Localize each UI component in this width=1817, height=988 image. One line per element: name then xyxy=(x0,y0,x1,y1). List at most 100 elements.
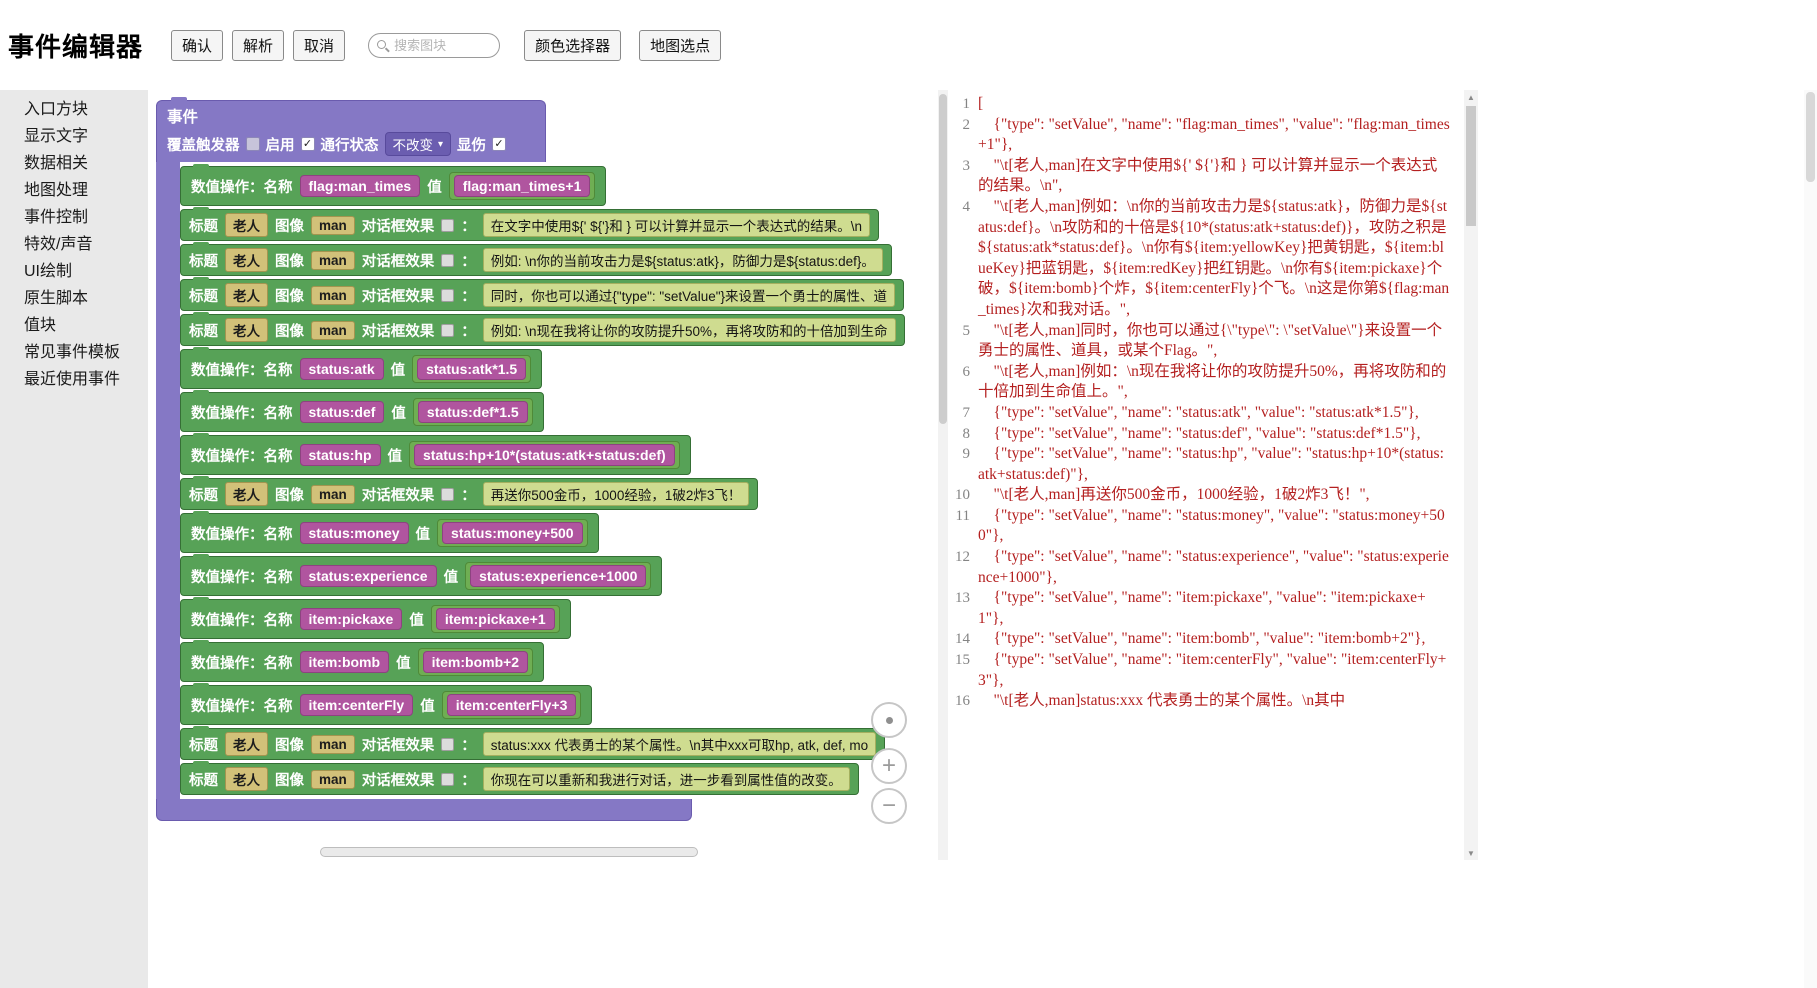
dialog-title-field[interactable]: 老人 xyxy=(225,767,268,791)
sidebar-item[interactable]: 最近使用事件 xyxy=(24,371,121,388)
value-expression-field[interactable]: flag:man_times+1 xyxy=(453,175,591,197)
sidebar-item[interactable]: 值块 xyxy=(24,317,57,334)
sidebar-item[interactable]: 地图处理 xyxy=(24,182,89,199)
sidebar-item[interactable]: UI绘制 xyxy=(24,263,73,280)
dialog-text-field[interactable]: 同时，你也可以通过{"type": "setValue"}来设置一个勇士的属性、… xyxy=(482,283,896,307)
sidebar-item[interactable]: 特效/声音 xyxy=(24,236,93,253)
value-expression-field[interactable]: item:centerFly+3 xyxy=(446,694,577,716)
page-vertical-scrollbar[interactable] xyxy=(1804,90,1817,988)
dialog-text-field[interactable]: 在文字中使用${' ${'}和 } 可以计算并显示一个表达式的结果。\n xyxy=(482,213,870,237)
code-vertical-scrollbar[interactable]: ▲ ▼ xyxy=(1464,90,1478,860)
canvas-vertical-scrollbar[interactable] xyxy=(938,90,948,860)
search-box[interactable] xyxy=(368,32,501,58)
dialog-image-field[interactable]: man xyxy=(311,484,355,504)
scrollbar-thumb[interactable] xyxy=(1466,106,1476,226)
dialog-title-field[interactable]: 老人 xyxy=(225,482,268,506)
value-shadow-block[interactable]: status:experience+1000 xyxy=(465,562,652,590)
dialog-text-field[interactable]: 例如: \n你的当前攻击力是${status:atk}，防御力是${status… xyxy=(482,248,883,272)
value-shadow-block[interactable]: status:atk*1.5 xyxy=(412,355,532,383)
dialog-image-field[interactable]: man xyxy=(311,285,355,305)
zoom-reset-button[interactable] xyxy=(871,702,907,738)
parse-button[interactable]: 解析 xyxy=(232,29,285,61)
value-name-field[interactable]: status:experience xyxy=(299,565,437,587)
dialog-effect-checkbox[interactable] xyxy=(441,288,455,302)
scroll-up-icon[interactable]: ▲ xyxy=(1467,92,1475,102)
search-input[interactable] xyxy=(394,37,491,53)
dialog-title-field[interactable]: 老人 xyxy=(225,248,268,272)
event-block-header[interactable]: 事件 覆盖触发器 启用 ✓ 通行状态 不改变 ▾ 显伤 ✓ xyxy=(156,97,546,162)
dialog-title-field[interactable]: 老人 xyxy=(225,213,268,237)
scrollbar-thumb[interactable] xyxy=(939,94,947,424)
dialog-text-field[interactable]: 你现在可以重新和我进行对话，进一步看到属性值的改变。 xyxy=(482,767,850,791)
show-damage-checkbox[interactable]: ✓ xyxy=(492,137,507,151)
sidebar-item[interactable]: 事件控制 xyxy=(24,209,89,226)
dialog-title-field[interactable]: 老人 xyxy=(225,318,268,342)
enable-checkbox[interactable]: ✓ xyxy=(300,137,315,151)
value-name-field[interactable]: item:bomb xyxy=(299,651,390,673)
dialog-effect-checkbox[interactable] xyxy=(441,323,455,337)
color-picker-button[interactable]: 颜色选择器 xyxy=(524,29,622,61)
sidebar-item[interactable]: 入口方块 xyxy=(24,101,89,118)
value-expression-field[interactable]: status:experience+1000 xyxy=(470,565,647,587)
dialog-title-field[interactable]: 老人 xyxy=(225,732,268,756)
value-shadow-block[interactable]: status:hp+10*(status:atk+status:def) xyxy=(409,441,680,469)
zoom-in-button[interactable]: + xyxy=(871,748,907,784)
dialog-effect-checkbox[interactable] xyxy=(441,218,455,232)
override-trigger-checkbox[interactable] xyxy=(245,137,260,151)
map-point-button[interactable]: 地图选点 xyxy=(639,29,722,61)
confirm-button[interactable]: 确认 xyxy=(171,29,224,61)
canvas-horizontal-scrollbar[interactable] xyxy=(320,847,698,857)
value-shadow-block[interactable]: flag:man_times+1 xyxy=(448,172,596,200)
dialog-image-field[interactable]: man xyxy=(311,320,355,340)
scroll-down-icon[interactable]: ▼ xyxy=(1467,848,1475,858)
sidebar-item[interactable]: 数据相关 xyxy=(24,155,89,172)
dialog-image-field[interactable]: man xyxy=(311,215,355,235)
zoom-out-button[interactable]: − xyxy=(871,788,907,824)
dialog-text-field[interactable]: 例如: \n现在我将让你的攻防提升50%，再将攻防和的十倍加到生命 xyxy=(482,318,896,342)
scrollbar-thumb[interactable] xyxy=(1806,92,1815,182)
cancel-button[interactable]: 取消 xyxy=(293,29,346,61)
value-expression-field[interactable]: status:hp+10*(status:atk+status:def) xyxy=(414,444,675,466)
value-expression-field[interactable]: item:bomb+2 xyxy=(422,651,529,673)
dialog-image-field[interactable]: man xyxy=(311,734,355,754)
value-name-field[interactable]: status:hp xyxy=(299,444,381,466)
dialog-title-field[interactable]: 老人 xyxy=(225,283,268,307)
value-name-field[interactable]: flag:man_times xyxy=(299,175,421,197)
sidebar-item[interactable]: 原生脚本 xyxy=(24,290,89,307)
value-shadow-block[interactable]: status:def*1.5 xyxy=(412,398,533,426)
dialog-effect-checkbox[interactable] xyxy=(441,737,455,751)
sidebar-item[interactable]: 常见事件模板 xyxy=(24,344,121,361)
value-shadow-block[interactable]: status:money+500 xyxy=(437,519,588,547)
value-name-field[interactable]: status:money xyxy=(299,522,409,544)
dialog-text-field[interactable]: status:xxx 代表勇士的某个属性。\n其中xxx可取hp, atk, d… xyxy=(482,732,877,756)
dialog-effect-checkbox[interactable] xyxy=(441,487,455,501)
code-editor[interactable]: 1[2 {"type": "setValue", "name": "flag:m… xyxy=(948,90,1464,860)
value-shadow-block[interactable]: item:centerFly+3 xyxy=(441,691,582,719)
value-name-field[interactable]: item:pickaxe xyxy=(299,608,403,630)
value-name-field[interactable]: status:def xyxy=(299,401,385,423)
value-expression-field[interactable]: status:atk*1.5 xyxy=(417,358,527,380)
value-shadow-block[interactable]: item:pickaxe+1 xyxy=(430,605,560,633)
dialog-effect-checkbox[interactable] xyxy=(441,253,455,267)
value-name-field[interactable]: item:centerFly xyxy=(299,694,414,716)
dialog-image-field[interactable]: man xyxy=(311,769,355,789)
value-expression-field[interactable]: status:def*1.5 xyxy=(417,401,528,423)
